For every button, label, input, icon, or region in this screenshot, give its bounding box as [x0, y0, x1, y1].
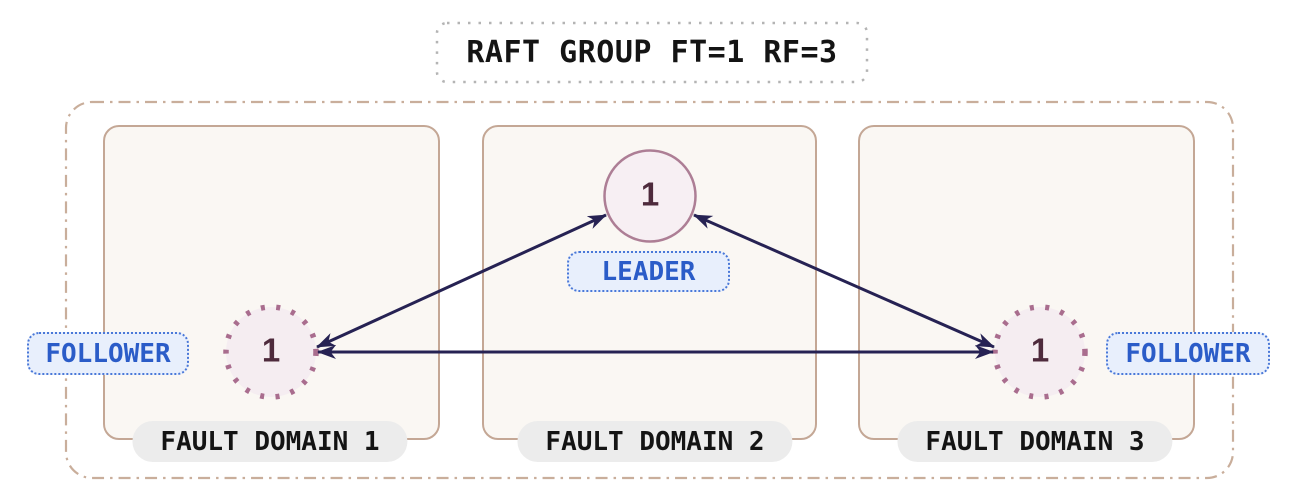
fault-domain-1-label-text: FAULT DOMAIN 1 — [160, 426, 380, 457]
follower-3-node-id: 1 — [1030, 331, 1050, 369]
fault-domain-3-label-text: FAULT DOMAIN 3 — [925, 426, 1145, 457]
fault-domain-2-label: FAULT DOMAIN 2 — [517, 421, 793, 462]
fault-domain-1-box — [103, 125, 440, 440]
fault-domain-1-label: FAULT DOMAIN 1 — [132, 421, 408, 462]
follower-1-badge-label: FOLLOWER — [45, 338, 171, 369]
diagram-title: RAFT GROUP FT=1 RF=3 — [466, 35, 838, 70]
fault-domain-3-label: FAULT DOMAIN 3 — [897, 421, 1173, 462]
fault-domain-3-box — [858, 125, 1195, 440]
diagram-title-box: RAFT GROUP FT=1 RF=3 — [437, 23, 867, 82]
leader-badge-label: LEADER — [601, 256, 696, 287]
follower-3-badge: FOLLOWER — [1106, 332, 1270, 375]
leader-badge: LEADER — [567, 251, 730, 292]
follower-3-badge-label: FOLLOWER — [1125, 338, 1251, 369]
follower-1-badge: FOLLOWER — [27, 332, 189, 375]
fault-domain-2-label-text: FAULT DOMAIN 2 — [545, 426, 765, 457]
follower-1-node-id: 1 — [261, 331, 281, 369]
leader-node-id: 1 — [640, 175, 660, 213]
